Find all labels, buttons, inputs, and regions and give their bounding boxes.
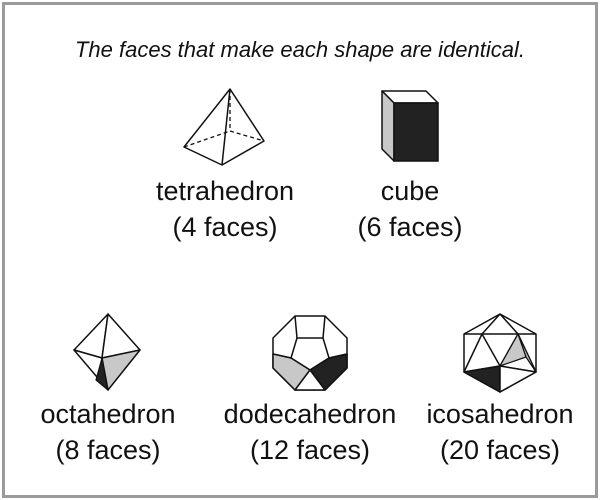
shape-dodecahedron: dodecahedron (12 faces) bbox=[205, 310, 415, 468]
shape-octahedron: octahedron (8 faces) bbox=[5, 310, 211, 468]
shape-name: cube bbox=[380, 176, 440, 206]
icosahedron-icon bbox=[463, 313, 537, 393]
figure-caption: The faces that make each shape are ident… bbox=[74, 37, 526, 62]
tetrahedron-icon bbox=[183, 88, 265, 166]
shape-name: dodecahedron bbox=[223, 399, 397, 429]
cube-icon bbox=[381, 90, 439, 162]
dodecahedron-icon bbox=[272, 315, 348, 391]
shape-name: octahedron bbox=[40, 399, 176, 429]
shape-face-count: (12 faces) bbox=[249, 435, 371, 465]
shape-face-count: (4 faces) bbox=[172, 212, 278, 242]
octahedron-icon bbox=[73, 313, 141, 391]
shape-face-count: (8 faces) bbox=[55, 435, 161, 465]
shape-tetrahedron: tetrahedron (4 faces) bbox=[125, 85, 325, 245]
shape-name: tetrahedron bbox=[155, 176, 295, 206]
shape-name: icosahedron bbox=[426, 399, 574, 429]
shape-icosahedron: icosahedron (20 faces) bbox=[405, 310, 595, 468]
shape-face-count: (20 faces) bbox=[439, 435, 561, 465]
shape-face-count: (6 faces) bbox=[357, 212, 463, 242]
shape-cube: cube (6 faces) bbox=[335, 85, 485, 245]
